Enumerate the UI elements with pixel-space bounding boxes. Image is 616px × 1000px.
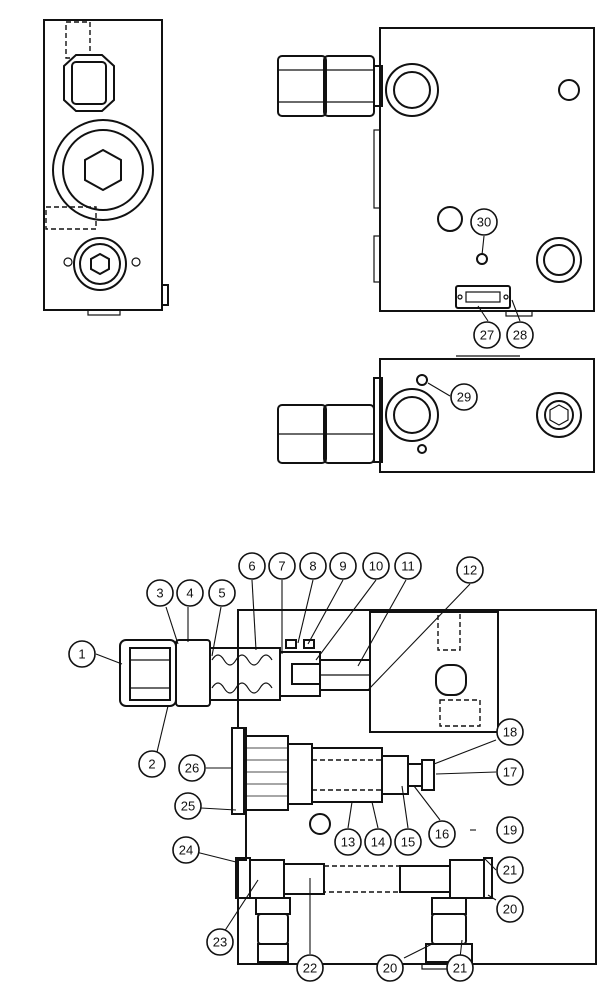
callouts: 30 27 28 29 1 2 3 4 5 6 7 8 9 10 11 12 1… [68, 208, 534, 982]
svg-text:9: 9 [339, 559, 346, 574]
callout-12: 12 [456, 556, 484, 584]
callout-20: 20 [496, 895, 524, 923]
callout-5: 5 [208, 579, 236, 607]
svg-text:2: 2 [148, 757, 155, 772]
svg-text:29: 29 [457, 390, 471, 405]
svg-text:27: 27 [480, 328, 494, 343]
callout-27: 27 [473, 321, 501, 349]
callout-30: 30 [470, 208, 498, 236]
callout-10: 10 [362, 552, 390, 580]
svg-text:28: 28 [513, 328, 527, 343]
callout-21-lower: 21 [446, 954, 474, 982]
callout-29: 29 [450, 383, 478, 411]
svg-text:21: 21 [503, 863, 517, 878]
svg-text:6: 6 [248, 559, 255, 574]
svg-text:14: 14 [371, 835, 385, 850]
svg-text:22: 22 [303, 961, 317, 976]
callout-11: 11 [394, 552, 422, 580]
svg-text:12: 12 [463, 563, 477, 578]
svg-text:15: 15 [401, 835, 415, 850]
svg-text:16: 16 [435, 827, 449, 842]
callout-7: 7 [268, 552, 296, 580]
svg-text:21: 21 [453, 961, 467, 976]
callout-4: 4 [176, 579, 204, 607]
callout-2: 2 [138, 750, 166, 778]
callout-28: 28 [506, 321, 534, 349]
svg-text:4: 4 [186, 586, 193, 601]
svg-text:5: 5 [218, 586, 225, 601]
callout-22: 22 [296, 954, 324, 982]
svg-text:17: 17 [503, 765, 517, 780]
section-view-block [119, 609, 597, 970]
callout-23: 23 [206, 928, 234, 956]
callout-20-lower: 20 [376, 954, 404, 982]
svg-text:24: 24 [179, 843, 193, 858]
callout-8: 8 [299, 552, 327, 580]
svg-text:13: 13 [341, 835, 355, 850]
svg-text:25: 25 [181, 799, 195, 814]
callout-25: 25 [174, 792, 202, 820]
top-view-block [277, 355, 595, 473]
svg-text:8: 8 [309, 559, 316, 574]
callout-15: 15 [394, 828, 422, 856]
svg-text:18: 18 [503, 725, 517, 740]
svg-text:30: 30 [477, 215, 491, 230]
callout-24: 24 [172, 836, 200, 864]
callout-17: 17 [496, 758, 524, 786]
callout-1: 1 [68, 640, 96, 668]
callout-19: 19 [496, 816, 524, 844]
callout-16: 16 [428, 820, 456, 848]
callout-3: 3 [146, 579, 174, 607]
svg-text:26: 26 [185, 761, 199, 776]
callout-18: 18 [496, 718, 524, 746]
callout-26: 26 [178, 754, 206, 782]
svg-text:7: 7 [278, 559, 285, 574]
svg-text:20: 20 [383, 961, 397, 976]
front-view-block [277, 27, 595, 317]
callout-6: 6 [238, 552, 266, 580]
svg-text:11: 11 [401, 559, 415, 574]
callout-9: 9 [329, 552, 357, 580]
svg-text:19: 19 [503, 823, 517, 838]
svg-text:23: 23 [213, 935, 227, 950]
callout-21: 21 [496, 856, 524, 884]
svg-text:10: 10 [369, 559, 383, 574]
svg-text:1: 1 [78, 647, 85, 662]
svg-text:20: 20 [503, 902, 517, 917]
svg-text:3: 3 [156, 586, 163, 601]
callout-14: 14 [364, 828, 392, 856]
side-view-block [43, 19, 169, 316]
leader-lines [95, 235, 521, 959]
callout-13: 13 [334, 828, 362, 856]
